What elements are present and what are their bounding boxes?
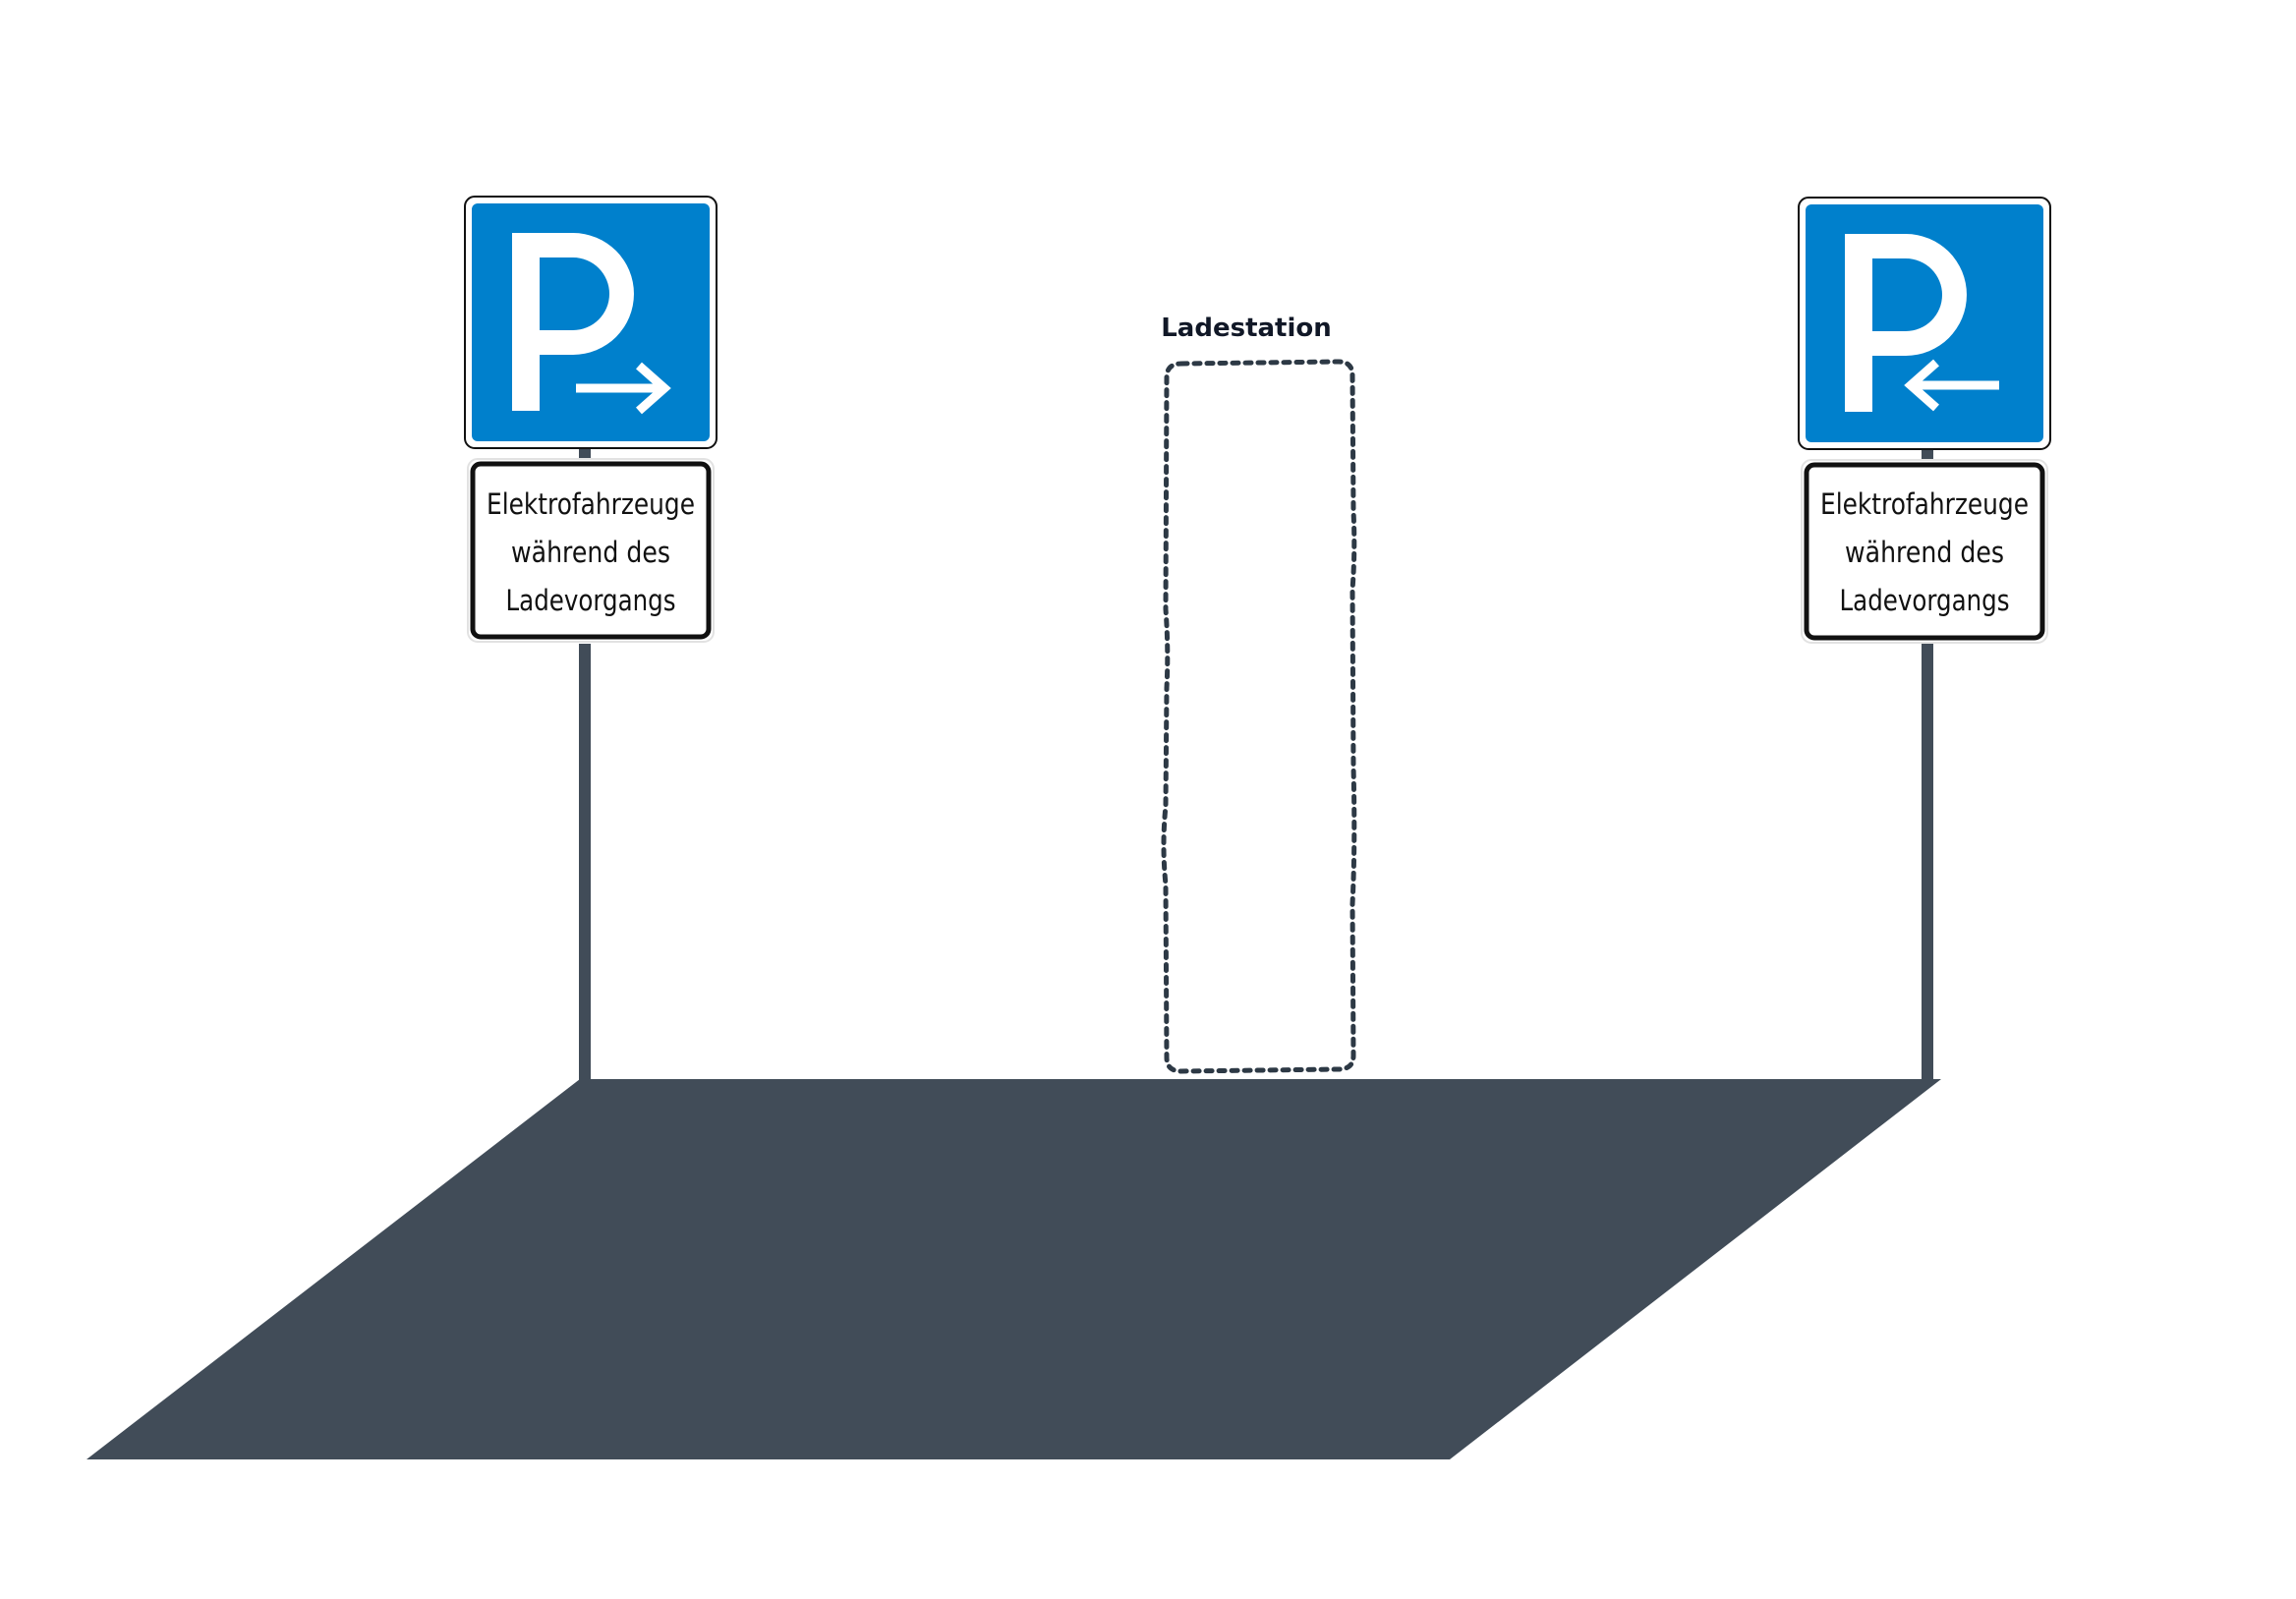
right-sign-pole [1922, 644, 1933, 1081]
right-sign-connector [1922, 447, 1933, 461]
left-sign-line2: während des [511, 536, 670, 569]
parking-area [86, 1079, 1941, 1459]
left-sign-pole [579, 644, 591, 1081]
arrow-right-icon [576, 362, 671, 415]
left-text-panel: Elektrofahrzeuge während des Ladevorgang… [467, 458, 715, 643]
right-sign-line1: Elektrofahrzeuge [1820, 487, 2029, 521]
charging-station: Ladestation [1161, 314, 1357, 1074]
left-sign-line3: Ladevorgangs [506, 584, 676, 617]
left-sign-line1: Elektrofahrzeuge [487, 487, 695, 521]
left-sign-connector [579, 447, 591, 461]
station-label: Ladestation [1161, 314, 1332, 343]
right-text-panel: Elektrofahrzeuge während des Ladevorgang… [1801, 459, 2048, 644]
parking-sign-icon [1845, 234, 1967, 412]
right-sign-line3: Ladevorgangs [1840, 584, 2010, 617]
right-sign: Elektrofahrzeuge während des Ladevorgang… [1798, 197, 2051, 644]
left-sign: Elektrofahrzeuge während des Ladevorgang… [464, 196, 718, 643]
arrow-left-icon [1904, 359, 1999, 412]
parking-sign-icon [512, 233, 634, 411]
station-outline [1161, 359, 1357, 1074]
right-sign-line2: während des [1845, 536, 2004, 569]
